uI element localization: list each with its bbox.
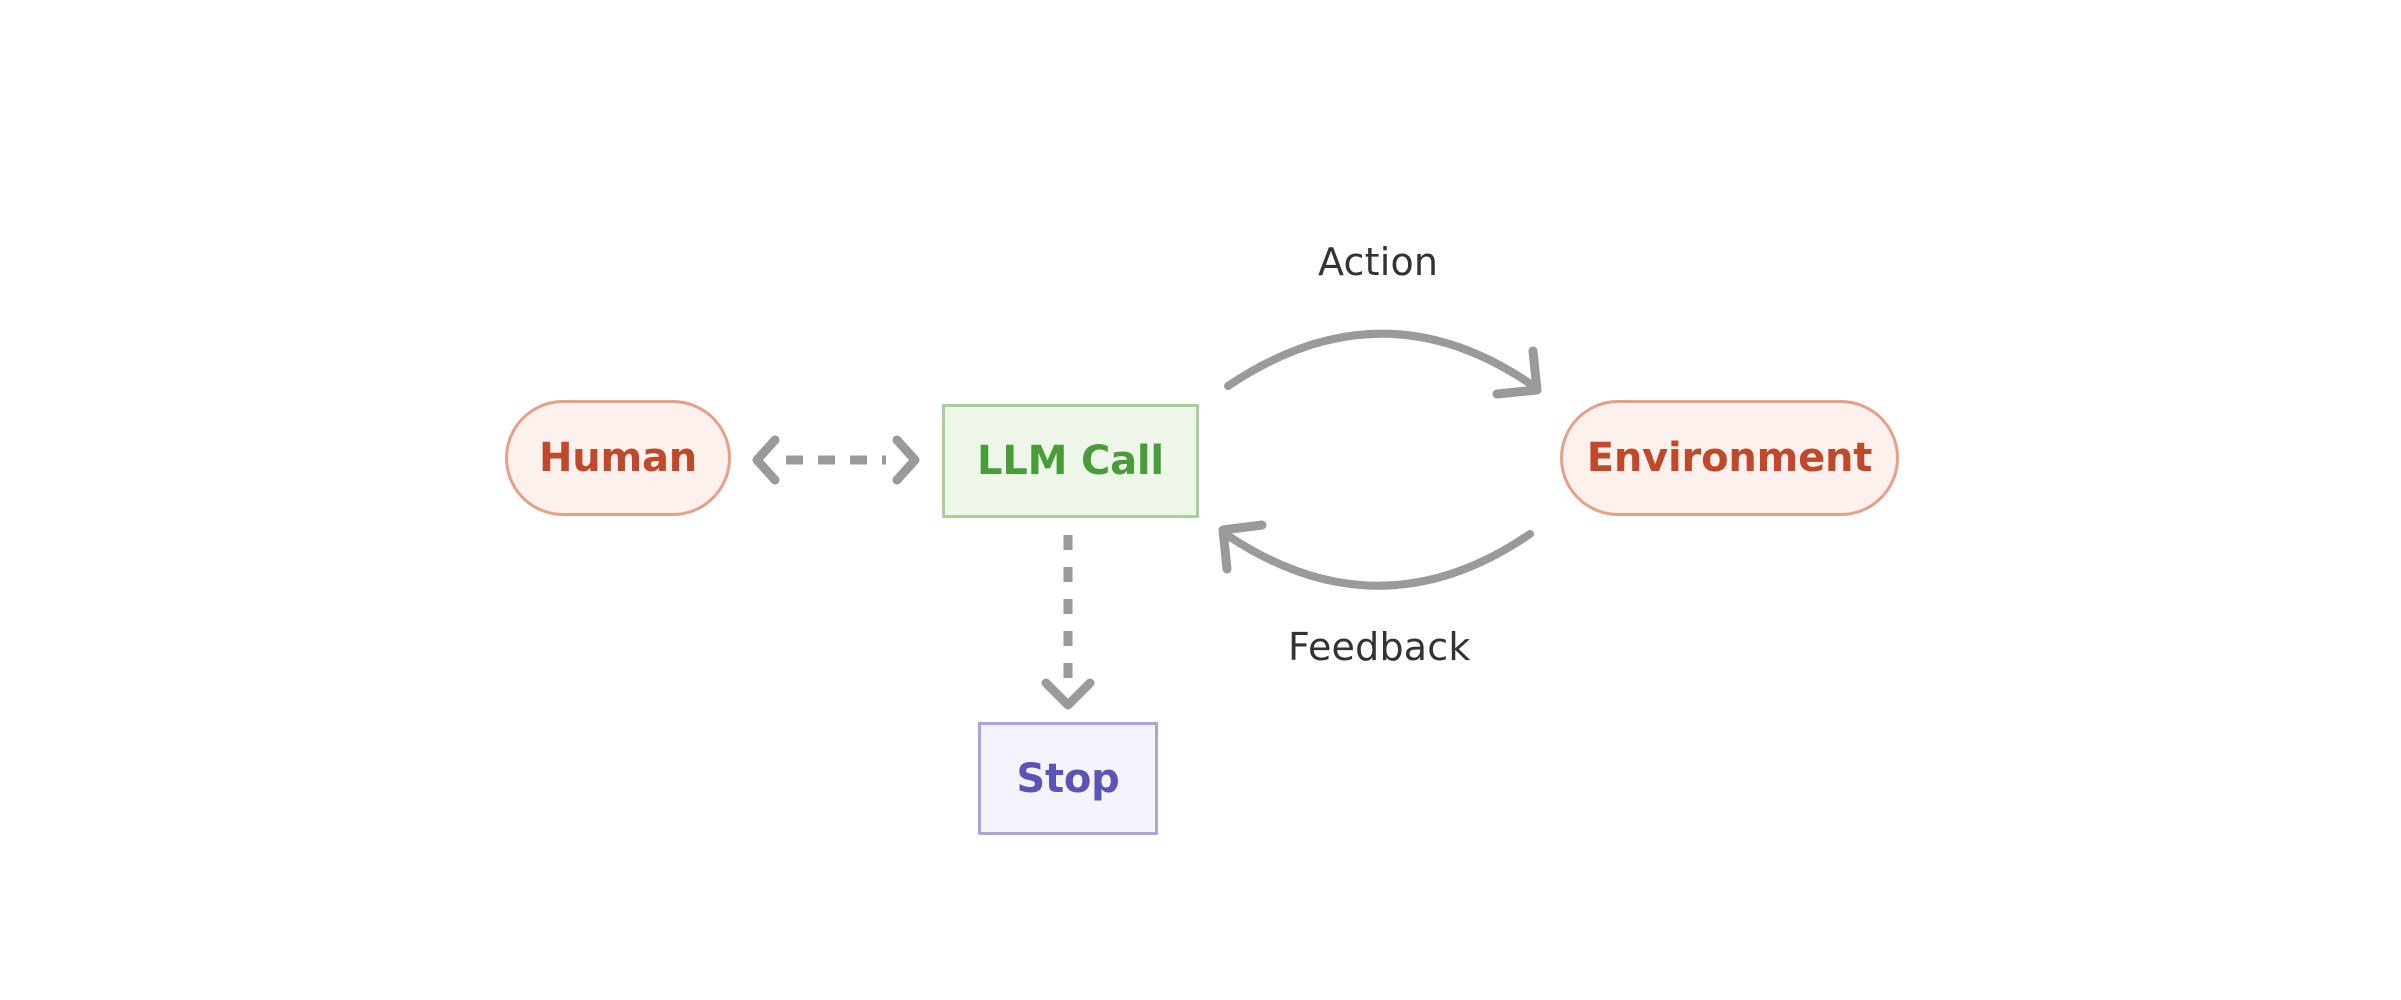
arrowhead-action-icon (1492, 346, 1542, 399)
edge-llm-call-stop (1041, 535, 1095, 710)
edge-label-action: Action (1318, 240, 1439, 284)
chevron-down-icon (1041, 678, 1095, 710)
node-human[interactable]: Human (505, 400, 731, 516)
edge-label-feedback: Feedback (1288, 625, 1471, 669)
chevron-left-icon (752, 435, 780, 485)
curved-arrow-left-icon (1226, 530, 1534, 590)
edge-feedback (1218, 520, 1534, 590)
edge-human-llm-call (752, 435, 920, 485)
chevron-right-icon (892, 435, 920, 485)
node-environment[interactable]: Environment (1560, 400, 1899, 516)
arrowhead-feedback-icon (1218, 520, 1267, 574)
node-llm-call[interactable]: LLM Call (942, 404, 1199, 518)
node-stop[interactable]: Stop (978, 722, 1158, 835)
edge-action (1224, 329, 1542, 399)
curved-arrow-right-icon (1224, 329, 1533, 390)
